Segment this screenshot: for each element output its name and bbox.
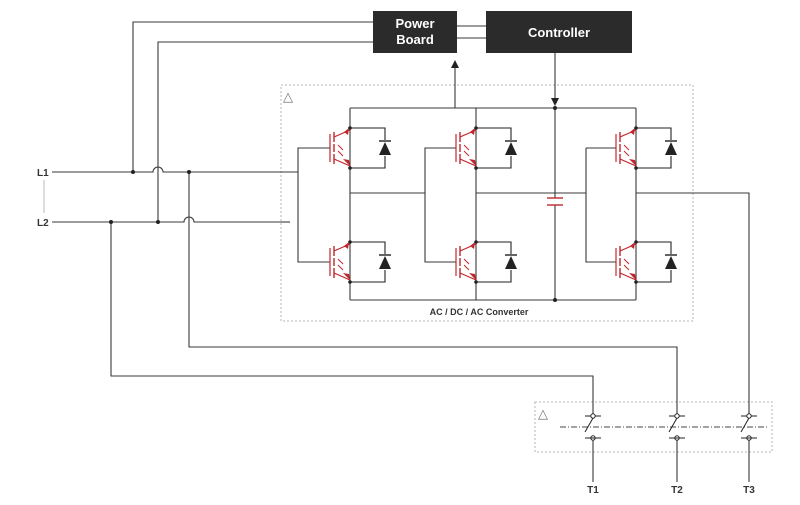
power-board-label-line2: Board (396, 32, 434, 47)
converter-to-t3-wire (693, 192, 750, 416)
junction-dot (156, 220, 160, 224)
diode-symbol (474, 126, 517, 170)
igbt-symbol (329, 242, 351, 282)
output-label-t2: T2 (671, 485, 683, 496)
l1-to-t2-wire (188, 172, 678, 416)
converter-internal-wiring (350, 106, 636, 302)
input-label-l1: L1 (37, 168, 49, 179)
arrow-down-icon (551, 53, 559, 106)
converter-delta-mark: △ (283, 90, 293, 105)
igbt-symbol (615, 242, 637, 282)
igbt-symbol (615, 128, 637, 168)
diode-symbol (348, 240, 391, 284)
switch-unit-boundary (534, 401, 773, 453)
l1-wire (52, 166, 281, 173)
switch-contact-symbol (740, 413, 757, 482)
diode-symbol (348, 126, 391, 170)
junction-dots (109, 170, 191, 224)
diode-symbol (634, 126, 677, 170)
junction-dot (109, 220, 113, 224)
junction-dot (187, 170, 191, 174)
igbt-symbol (455, 242, 477, 282)
diode-symbol (634, 240, 677, 284)
arrow-up-icon (451, 60, 459, 108)
converter-input-wiring (281, 108, 693, 300)
l2-to-t1-wire (110, 222, 594, 416)
switch-unit-delta-mark: △ (538, 407, 548, 422)
power-board-block (373, 11, 457, 53)
output-label-t3: T3 (743, 485, 755, 496)
l2-wire (52, 216, 281, 223)
converter-boundary (280, 84, 694, 322)
output-switches (560, 413, 768, 482)
junction-dot (131, 170, 135, 174)
input-label-l2: L2 (37, 218, 49, 229)
output-label-t1: T1 (587, 485, 599, 496)
power-feed-2 (157, 41, 373, 222)
capacitor-symbol (547, 197, 563, 206)
igbt-symbol (455, 128, 477, 168)
igbt-diode-cells (329, 126, 677, 284)
converter-label: AC / DC / AC Converter (430, 307, 529, 317)
controller-block (486, 11, 632, 53)
diode-symbol (474, 240, 517, 284)
controller-label: Controller (528, 25, 590, 40)
switch-contact-symbol (668, 413, 685, 482)
power-feed-1 (132, 21, 373, 172)
power-board-label-line1: Power (395, 16, 434, 31)
main-wiring (52, 21, 750, 416)
switch-contact-symbol (584, 413, 601, 482)
igbt-symbol (329, 128, 351, 168)
